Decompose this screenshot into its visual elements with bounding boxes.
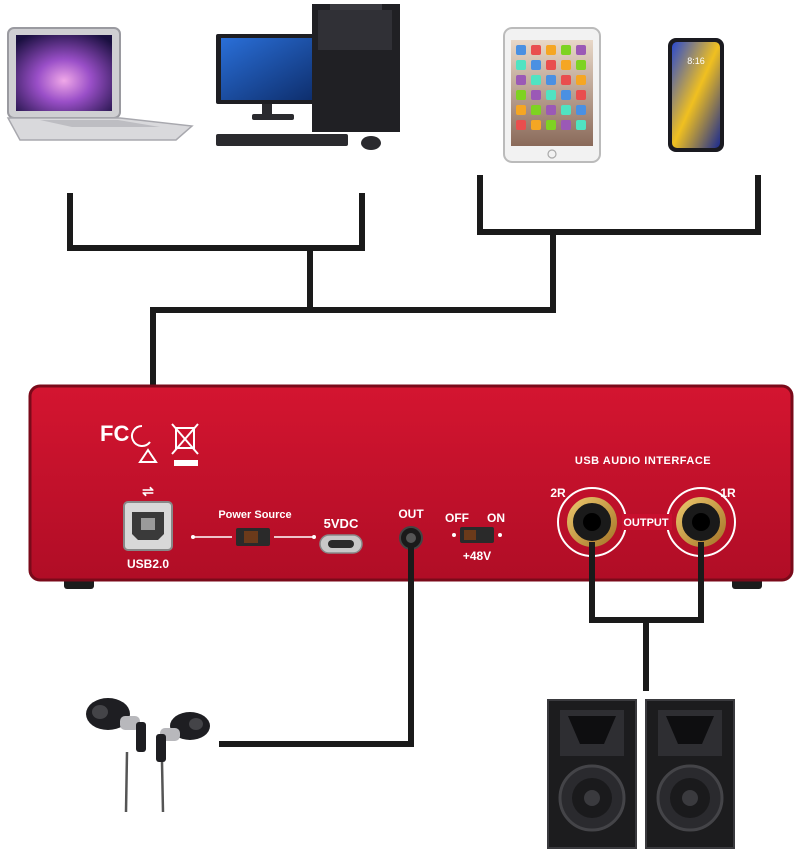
tablet-app-icon <box>561 120 571 130</box>
tablet-app-icon <box>546 120 556 130</box>
fc-mark: FC <box>100 421 129 446</box>
speakers-icon <box>547 699 735 849</box>
tablet-app-icon <box>576 45 586 55</box>
output-group-label: OUTPUT <box>623 517 669 529</box>
headphone-out-jack[interactable]: OUT <box>398 507 424 550</box>
tablet-app-icon <box>546 75 556 85</box>
tablet-app-icon <box>546 60 556 70</box>
tablet-app-icon <box>576 105 586 115</box>
smartphone-icon: 8:16 <box>668 38 724 152</box>
speaker-left <box>547 699 637 849</box>
tablet-app-icon <box>516 120 526 130</box>
phantom-voltage-label: +48V <box>463 549 491 563</box>
tablet-icon <box>503 27 601 163</box>
tablet-app-icon <box>531 90 541 100</box>
headphone-out-label: OUT <box>398 507 424 521</box>
tablet-app-icon <box>516 90 526 100</box>
laptop-icon <box>6 27 194 141</box>
usb-b-port[interactable]: ⇌ USB2.0 <box>123 483 173 571</box>
tablet-app-icon <box>546 105 556 115</box>
phantom-power-switch[interactable]: OFF ON +48V <box>445 511 505 563</box>
tablet-app-icon <box>531 60 541 70</box>
desktop-computer-icon <box>216 4 400 150</box>
usb-symbol: ⇌ <box>142 483 154 499</box>
regulatory-marks: FC <box>100 421 199 466</box>
tablet-app-icon <box>561 105 571 115</box>
tablet-app-icon <box>561 75 571 85</box>
tablet-app-icon <box>576 60 586 70</box>
bottom-cables <box>219 542 704 747</box>
phantom-off-label: OFF <box>445 511 469 525</box>
dc-usb-c-port[interactable]: 5VDC <box>319 516 363 554</box>
power-source-switch[interactable]: Power Source <box>191 509 316 546</box>
tablet-app-icon <box>516 75 526 85</box>
tablet-app-icon <box>561 45 571 55</box>
tablet-app-icon <box>561 60 571 70</box>
panel-title: USB AUDIO INTERFACE <box>575 455 711 467</box>
tablet-app-icon <box>531 75 541 85</box>
output-jack-1r[interactable] <box>676 497 726 547</box>
output-right-label: 1R <box>720 486 736 500</box>
weee-bin-icon <box>171 423 199 455</box>
tablet-app-icon <box>531 120 541 130</box>
tablet-app-icon <box>531 105 541 115</box>
tablet-app-icon <box>546 45 556 55</box>
tablet-app-icon <box>576 75 586 85</box>
tablet-app-icon <box>516 60 526 70</box>
output-left-label: 2R <box>550 486 566 500</box>
tablet-app-icon <box>576 90 586 100</box>
tablet-app-icon <box>516 105 526 115</box>
tablet-app-icon <box>576 120 586 130</box>
tablet-app-icon <box>546 90 556 100</box>
tablet-app-icon <box>531 45 541 55</box>
earphones-icon <box>86 698 210 813</box>
speaker-right <box>645 699 735 849</box>
tablet-app-icon <box>561 90 571 100</box>
phantom-on-label: ON <box>487 511 505 525</box>
power-source-label: Power Source <box>218 509 291 521</box>
usb-port-label: USB2.0 <box>127 557 169 571</box>
dc-label: 5VDC <box>324 516 359 531</box>
output-jack-2r[interactable] <box>567 497 617 547</box>
tablet-app-icon <box>516 45 526 55</box>
svg-text:8:16: 8:16 <box>687 56 705 66</box>
